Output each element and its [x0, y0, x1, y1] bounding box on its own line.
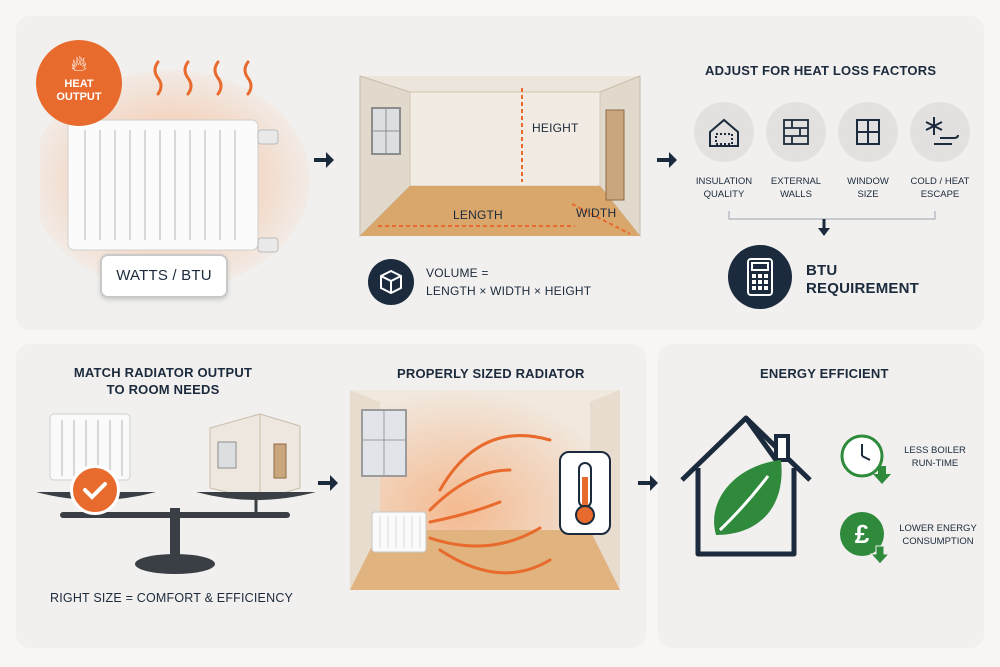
clock-icon	[838, 432, 892, 486]
width-label: WIDTH	[576, 206, 617, 220]
room-dimensions-illustration	[350, 66, 650, 246]
length-label: LENGTH	[453, 208, 503, 222]
cube-icon	[368, 259, 414, 305]
btu-line1: BTU	[806, 262, 838, 279]
heat-waves-icon	[150, 58, 260, 108]
arrow-right-icon	[636, 473, 660, 493]
energy-title: ENERGY EFFICIENT	[760, 366, 889, 381]
window-icon	[838, 102, 898, 162]
factors-bracket	[728, 210, 936, 240]
flame-icon: 🔥︎	[70, 51, 88, 76]
arrow-right-icon	[312, 150, 336, 170]
watts-btu-sign: WATTS / BTU	[100, 254, 228, 298]
sized-title: PROPERLY SIZED RADIATOR	[397, 366, 585, 381]
volume-line1: VOLUME =	[426, 266, 489, 280]
house-insulation-icon	[694, 102, 754, 162]
snowflake-wind-icon	[910, 102, 970, 162]
height-label: HEIGHT	[532, 121, 579, 135]
radiator-illustration	[40, 60, 310, 310]
balance-scale-illustration	[30, 408, 320, 578]
energy-efficient-panel	[658, 344, 984, 648]
heated-room-illustration	[350, 390, 620, 590]
badge-line2: OUTPUT	[56, 91, 102, 103]
brick-wall-icon	[766, 102, 826, 162]
eco-house-icon	[676, 410, 816, 560]
volume-line2: LENGTH × WIDTH × HEIGHT	[426, 284, 592, 298]
calculator-icon	[728, 245, 792, 309]
thermometer-icon	[559, 451, 611, 535]
pound-savings-icon: £	[836, 508, 894, 566]
factors-title: ADJUST FOR HEAT LOSS FACTORS	[705, 63, 937, 78]
badge-line1: HEAT	[64, 78, 94, 90]
svg-text:£: £	[855, 519, 870, 549]
btu-line2: REQUIREMENT	[806, 280, 920, 297]
heat-output-badge: 🔥︎ HEAT OUTPUT	[36, 40, 122, 126]
arrow-right-icon	[316, 473, 340, 493]
arrow-right-icon	[655, 150, 679, 170]
match-caption: RIGHT SIZE = COMFORT & EFFICIENCY	[50, 591, 294, 605]
checkmark-icon	[70, 465, 120, 515]
